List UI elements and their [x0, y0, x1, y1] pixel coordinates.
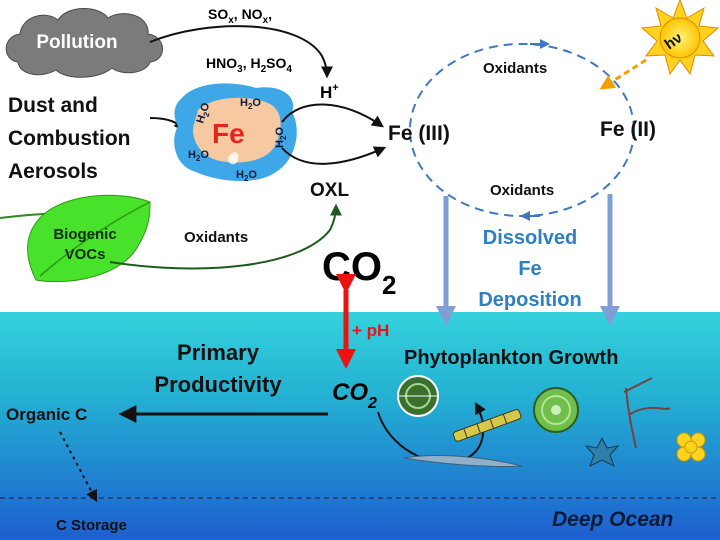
c-storage-label: C Storage — [56, 517, 127, 534]
pollution-label: Pollution — [36, 32, 117, 53]
diatom-disc-b — [534, 388, 578, 432]
phyto-label: Phytoplankton Growth — [404, 347, 618, 369]
biogenic-label-line1: Biogenic — [53, 226, 116, 243]
h-plus-label: H+ — [320, 82, 339, 102]
oxidants-top-label: Oxidants — [483, 60, 547, 77]
deep-ocean-label: Deep Ocean — [552, 508, 673, 531]
diatom-disc-a — [398, 376, 438, 416]
particle-to-fe3-lower-arrow — [282, 148, 384, 164]
dust-label-line2: Combustion — [8, 127, 130, 150]
dissolved-label-line2: Fe — [518, 258, 541, 280]
light-arrow — [602, 60, 646, 88]
co2-air-label: CO2 — [322, 245, 396, 300]
ph-label: + pH — [352, 321, 389, 340]
dissolved-label-line1: Dissolved — [483, 227, 577, 249]
dust-label-line1: Dust and — [8, 94, 98, 117]
organic-c-label: Organic C — [6, 405, 87, 424]
sox-nox-label: SOx, NOx, — [208, 6, 272, 26]
dust-label-line3: Aerosols — [8, 160, 98, 183]
primary-label-line1: Primary — [177, 340, 260, 365]
acids-label: HNO3, H2SO4 — [206, 55, 292, 75]
fe3-label: Fe (III) — [388, 122, 450, 145]
particle-to-fe3-upper-arrow — [282, 104, 382, 126]
fe-label: Fe — [212, 118, 245, 149]
dissolved-label-line3: Deposition — [478, 289, 581, 311]
oxl-label: OXL — [310, 180, 349, 201]
oxidants-voc-label: Oxidants — [184, 229, 248, 246]
biogenic-label-line2: VOCs — [65, 246, 106, 263]
primary-label-line2: Productivity — [154, 372, 282, 397]
oxidants-bottom-label: Oxidants — [490, 182, 554, 199]
fe2-label: Fe (II) — [600, 118, 656, 141]
